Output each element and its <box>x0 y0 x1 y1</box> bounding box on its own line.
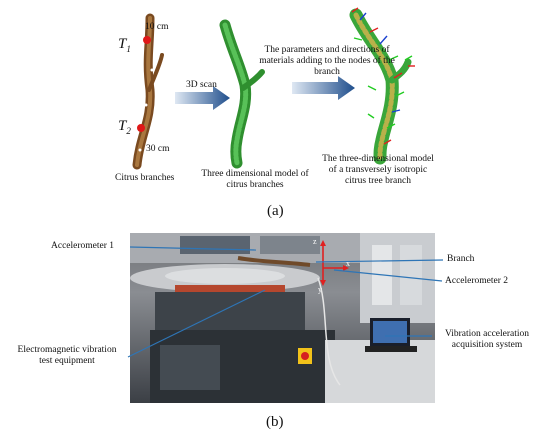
t1-label: T1 <box>118 36 131 54</box>
caption-3d-model: Three dimensional model of citrus branch… <box>201 169 309 190</box>
accelerometer-1-label: Accelerometer 1 <box>51 241 115 251</box>
panel-label-b: (b) <box>266 414 284 430</box>
distance-30cm: 30 cm <box>146 144 170 154</box>
distance-10cm: 10 cm <box>145 22 169 32</box>
caption-citrus-branches: Citrus branches <box>115 173 175 183</box>
acquisition-system-label: Vibration acceleration acquisition syste… <box>444 329 530 350</box>
isotropic-branch-model <box>349 7 415 165</box>
accelerometer-2-label: Accelerometer 2 <box>445 276 509 286</box>
axis-x-label: x <box>346 259 350 268</box>
experiment-photo <box>130 233 435 403</box>
material-arrow <box>292 76 355 100</box>
electromagnetic-equipment-label: Electromagnetic vibration test equipment <box>17 345 117 366</box>
annotation-lines <box>127 246 444 358</box>
axis-z-label: z <box>313 237 317 246</box>
panel-label-a: (a) <box>267 203 284 219</box>
material-arrow-label: The parameters and directions of materia… <box>259 45 395 77</box>
scan-arrow-label: 3D scan <box>186 80 217 90</box>
scan-arrow <box>175 86 230 110</box>
branch-label: Branch <box>447 254 475 264</box>
citrus-branch-photo <box>132 13 164 170</box>
axis-arrows <box>320 240 349 286</box>
caption-isotropic-model: The three-dimensional model of a transve… <box>322 154 434 186</box>
t2-label: T2 <box>118 118 131 136</box>
scanned-branch-model <box>219 19 265 169</box>
axis-y-label: y <box>318 285 322 294</box>
